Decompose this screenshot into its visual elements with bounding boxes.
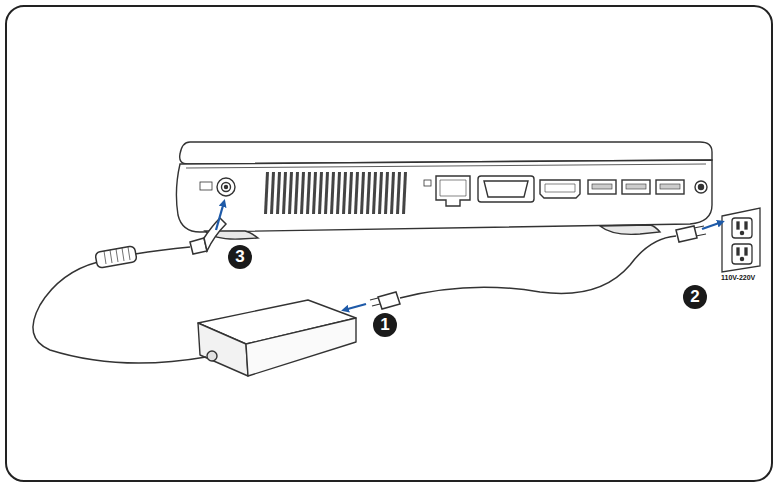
vent-slot bbox=[402, 172, 407, 214]
direction-arrow bbox=[216, 202, 722, 310]
vent-slot bbox=[360, 172, 365, 214]
vent-slot bbox=[384, 172, 389, 214]
vent-slot bbox=[396, 172, 401, 214]
vent-slot bbox=[372, 172, 377, 214]
callout-number: 3 bbox=[228, 245, 252, 269]
vent-slot bbox=[348, 172, 353, 214]
vent-slot bbox=[366, 172, 371, 214]
frame bbox=[6, 6, 772, 481]
vent-slot bbox=[354, 172, 359, 214]
vent-slot bbox=[300, 172, 305, 214]
laptop bbox=[176, 142, 712, 239]
dc-cable bbox=[33, 218, 226, 363]
callout-number: 2 bbox=[683, 285, 707, 309]
ac-adapter bbox=[198, 300, 356, 376]
vent-slot bbox=[336, 172, 341, 214]
wall-outlet bbox=[722, 208, 760, 272]
vent-slot bbox=[312, 172, 317, 214]
vent-slot bbox=[276, 172, 281, 214]
vent-slot bbox=[288, 172, 293, 214]
voltage-label: 110V-220V bbox=[720, 273, 756, 282]
vent-slot bbox=[378, 172, 383, 214]
vent-slot bbox=[390, 172, 395, 214]
ac-cable bbox=[370, 226, 706, 309]
vent-slot bbox=[294, 172, 299, 214]
vent-slot bbox=[306, 172, 311, 214]
vent-slot bbox=[282, 172, 287, 214]
vent-slot bbox=[324, 172, 329, 214]
vent-slot bbox=[270, 172, 275, 214]
vent-slot bbox=[264, 172, 269, 214]
vent-slot bbox=[342, 172, 347, 214]
callout-number: 1 bbox=[373, 313, 397, 337]
vent-slot bbox=[318, 172, 323, 214]
vent-slot bbox=[330, 172, 335, 214]
